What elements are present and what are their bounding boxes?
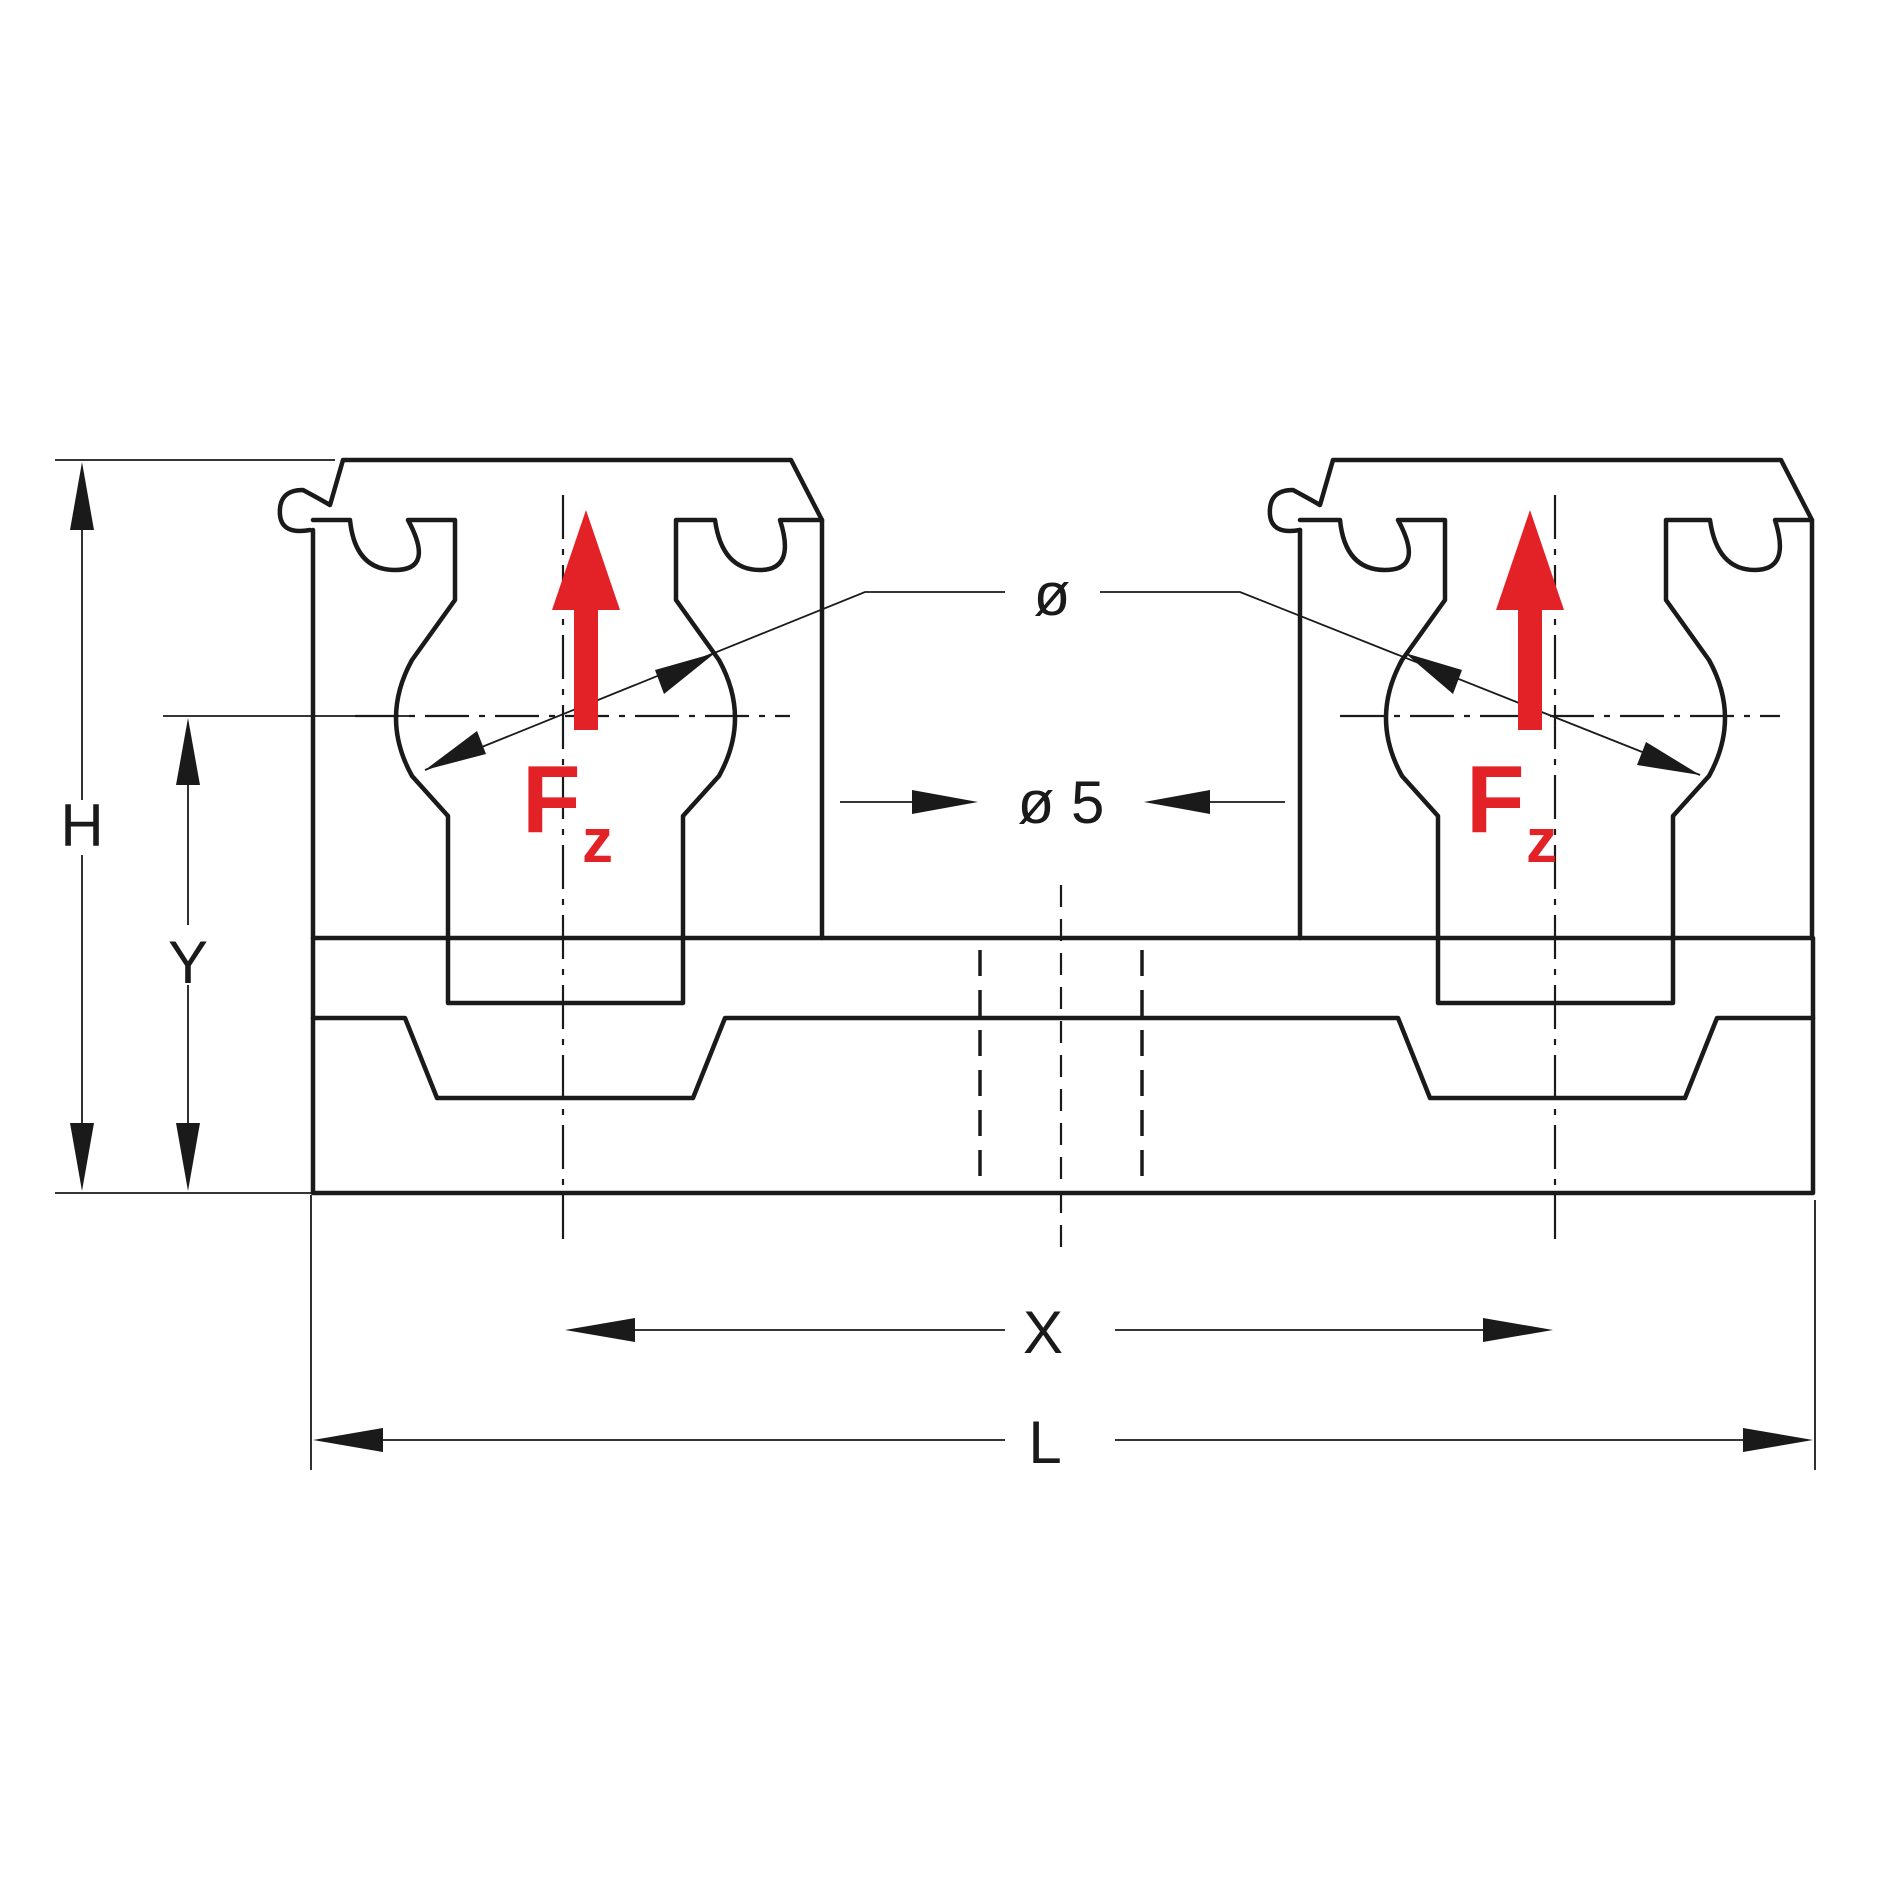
label-ball-diameter: ø — [1034, 561, 1071, 628]
right-force-subscript: z — [1526, 807, 1557, 876]
dimension-height: H — [55, 459, 335, 1194]
dimension-ball-diameter: ø — [424, 561, 1701, 776]
left-carriage — [277, 457, 825, 1006]
right-force-arrow — [1496, 510, 1564, 730]
mounting-hole-hidden-lines — [978, 950, 1144, 1190]
label-h: H — [60, 792, 103, 859]
left-force-indicator: F z — [522, 510, 620, 876]
label-l: L — [1028, 1409, 1061, 1476]
right-carriage — [1267, 457, 1815, 1006]
label-y: Y — [168, 929, 208, 996]
dimension-center-distance: X — [565, 1299, 1553, 1366]
left-force-symbol: F — [522, 746, 581, 853]
dimension-length: L — [310, 1195, 1816, 1476]
base-rail — [310, 935, 1816, 1196]
dimension-hole-diameter: ø 5 — [840, 769, 1285, 836]
label-hole-diameter: ø 5 — [1018, 769, 1105, 836]
dimension-center-height: Y — [163, 715, 410, 1191]
right-force-indicator: F z — [1466, 510, 1564, 876]
left-force-subscript: z — [582, 807, 613, 876]
right-force-symbol: F — [1466, 746, 1525, 853]
label-x: X — [1023, 1299, 1063, 1366]
left-force-arrow — [552, 510, 620, 730]
